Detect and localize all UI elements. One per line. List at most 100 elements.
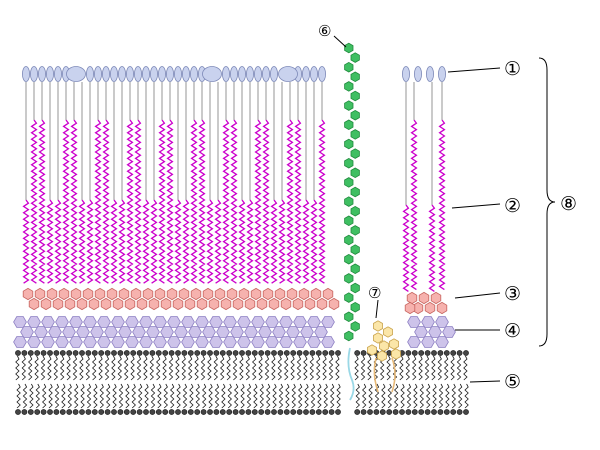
membrane-top-head [85,350,92,356]
membrane-bottom-head [143,409,149,415]
lam-anchor [347,347,355,401]
membrane-bottom-head [181,409,188,415]
membrane-top-head [149,350,156,356]
membrane-bottom-tail [112,383,117,409]
membrane-bottom-tail [157,383,162,409]
membrane-top-tail [66,355,71,381]
membrane-top-head [418,350,425,356]
lipid-head [157,66,166,82]
peptidoglycan-hex [251,336,265,348]
lm-hex [383,326,393,338]
membrane-bottom-head [162,409,169,415]
arabinogalactan-hex [286,287,298,301]
mycolic-chain [402,204,410,292]
membrane-top-tail [92,355,97,381]
lam-hex [344,61,354,73]
lipid-head [102,66,111,82]
membrane-top-tail [60,355,65,381]
membrane-bottom-tail [323,383,328,409]
mycolic-chain [278,199,286,284]
membrane-top-head [456,350,463,356]
lam-hex [344,157,354,169]
lipomannan-strand [367,320,401,393]
membrane-top-tail [328,355,334,381]
membrane-bottom-tail [22,383,28,409]
arabinogalactan-hex [328,297,340,311]
mycolic-acid-layer [22,82,446,292]
peptidoglycan-hex [174,326,188,338]
membrane-bottom-head [335,409,341,415]
membrane-bottom-tail [42,383,47,409]
label-7: ⑦ [368,284,381,302]
lam-hex [344,311,354,323]
leader-line-1 [447,67,501,73]
arabinogalactan-hex [226,287,238,301]
lam-hex [344,81,354,92]
arabinogalactan-hex [40,297,52,311]
membrane-top-tail [72,355,78,381]
membrane-bottom-tail [464,383,469,409]
membrane-bottom-tail [362,383,367,409]
membrane-top-head [411,350,418,356]
membrane-top-head [98,350,105,356]
arabinogalactan-hex [262,287,274,301]
membrane-bottom-head [47,409,53,415]
membrane-bottom-tail [400,383,405,409]
arabinogalactan-hex [430,291,442,305]
membrane-bottom-head [450,409,457,415]
arabinogalactan-hex [130,287,142,301]
membrane-top-tail [232,355,238,381]
lipid-head [173,66,182,82]
membrane-bottom-tail [195,383,200,409]
mycolic-chain [270,199,278,284]
membrane-top-head [239,350,245,356]
lipid-head [110,66,119,82]
lm-hex [389,338,399,350]
membrane-top-head [111,350,117,356]
peptidoglycan-hex [258,326,272,338]
label-8: ⑧ [560,193,577,215]
membrane-top-tail [245,355,250,381]
membrane-bottom-head [15,409,21,415]
peptidoglycan-hex [428,326,442,338]
membrane-bottom-tail [246,383,252,409]
lam-hex [350,71,360,83]
membrane-top-head [200,350,207,356]
mycolic-chain [222,119,230,284]
lam-hex [350,244,360,255]
peptidoglycan-hex [237,336,251,348]
membrane-bottom-head [175,409,181,415]
membrane-top-head [79,350,85,356]
lam-hex [350,90,360,102]
arabinogalactan-hex [100,297,112,311]
lam-hex [344,196,354,207]
membrane-top-head [283,350,290,356]
membrane-top-tail [284,355,289,381]
peptidoglycan-hex [407,336,421,348]
lipid-head [261,66,270,82]
membrane-bottom-head [136,409,143,415]
lam-hex [350,109,360,121]
membrane-bottom-tail [406,383,412,409]
lipid-head [221,66,230,82]
lipid-head-large [66,66,86,82]
peptidoglycan-hex [125,316,139,328]
mycolic-chain [38,119,46,284]
membrane-top-tail [98,355,103,381]
lm-hex [367,344,377,356]
mycolic-chain [166,119,174,284]
membrane-bottom-head [91,409,98,415]
peptidoglycan-hex [160,326,174,338]
peptidoglycan-hex [223,316,237,328]
leader-lines [333,35,556,383]
membrane-top-head [386,350,393,356]
arabinogalactan-hex [304,297,316,311]
mycolic-chain [230,119,238,284]
mycolic-chain [142,199,150,284]
membrane-bottom-head [411,409,418,415]
arabinogalactan-hex [148,297,160,311]
peptidoglycan-hex [132,326,146,338]
membrane-top-tail [188,355,193,381]
mycolic-chain [294,119,302,284]
